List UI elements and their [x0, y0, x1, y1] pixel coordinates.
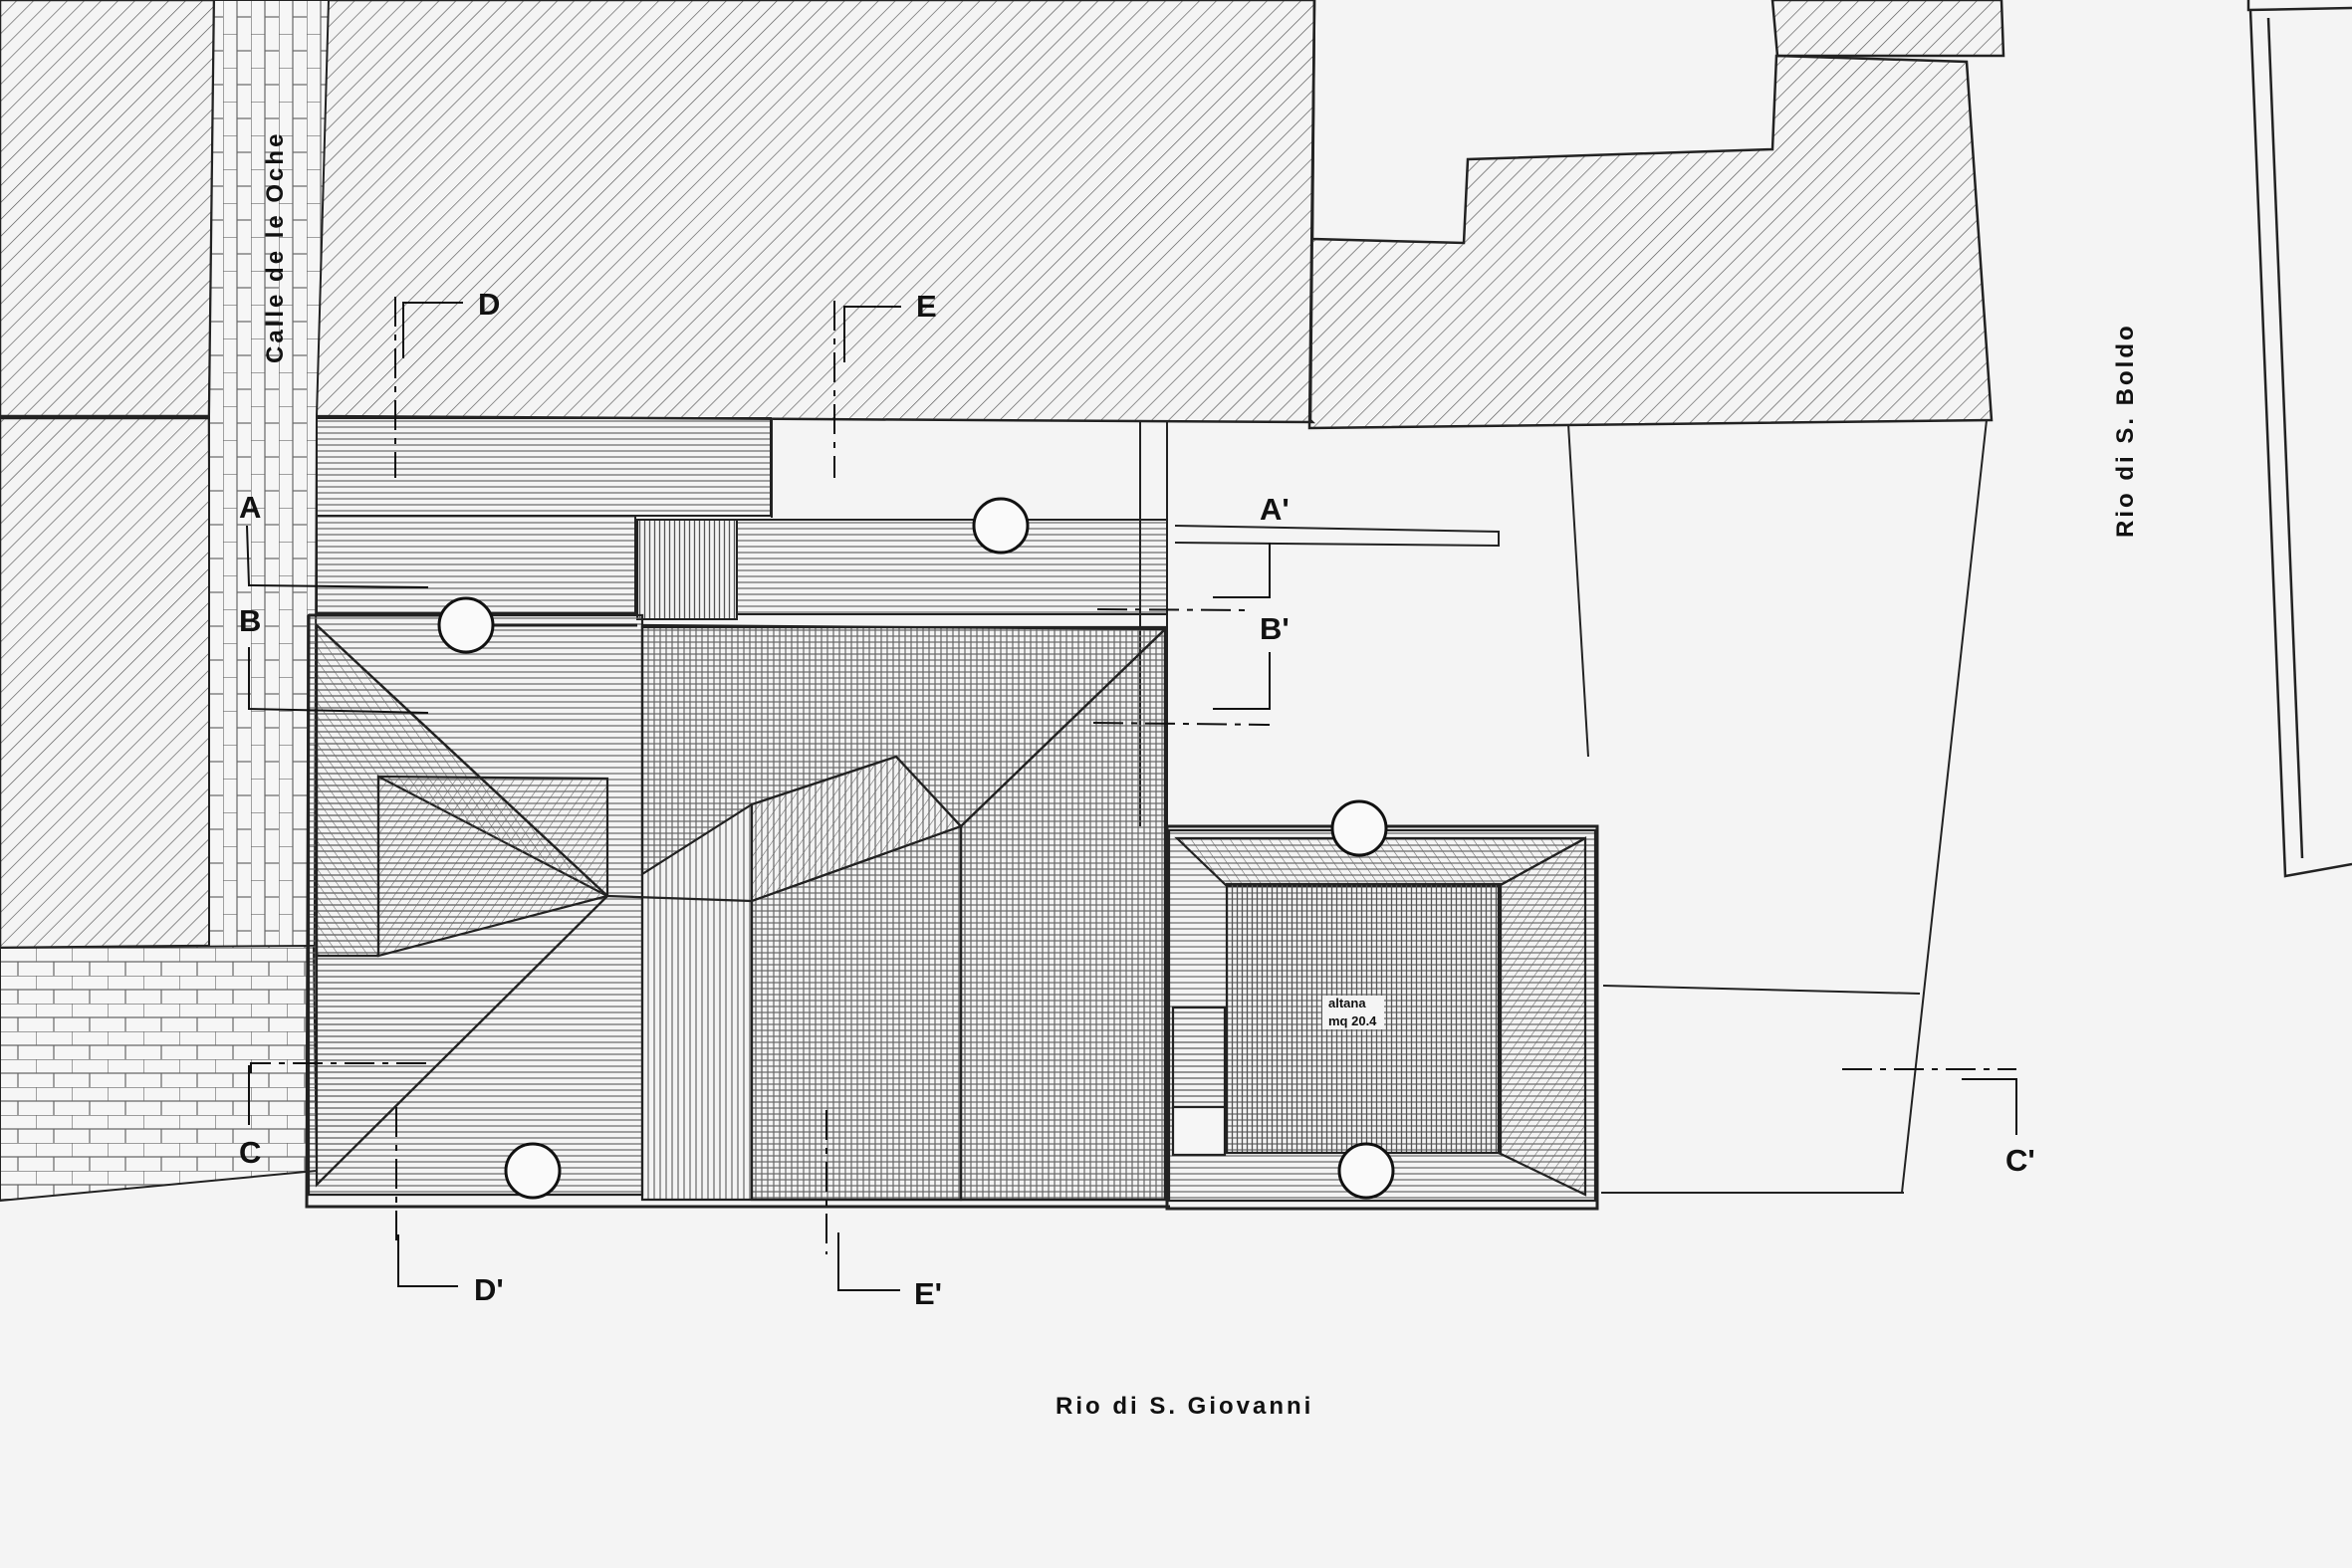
section-label-d-prime: D' — [474, 1272, 504, 1307]
street-labels: Calle de le Oche Rio di S. Boldo Rio di … — [262, 131, 2139, 1420]
street-label-calle: Calle de le Oche — [262, 131, 289, 363]
section-label-b: B — [239, 603, 261, 638]
section-label-a: A — [239, 490, 261, 525]
main-roof — [305, 613, 1170, 1209]
section-label-a-prime: A' — [1260, 492, 1290, 527]
section-label-d: D — [478, 287, 500, 322]
calle-paving — [0, 0, 331, 1203]
section-lines — [246, 297, 2017, 1291]
altana-area: mq 20.4 — [1328, 1013, 1377, 1028]
right-building-outline — [2246, 0, 2352, 878]
neighbouring-buildings — [0, 0, 2005, 950]
section-label-c: C — [239, 1135, 261, 1170]
street-label-rio-boldo: Rio di S. Boldo — [2112, 323, 2139, 538]
altana-label: altana — [1328, 996, 1366, 1010]
section-labels: A A' B B' C C' D D' E E' — [239, 287, 2035, 1311]
courtyard-strips — [316, 417, 1988, 1194]
section-label-e: E — [916, 289, 937, 324]
section-label-b-prime: B' — [1260, 611, 1290, 646]
altana-annotation: altana mq 20.4 — [1322, 996, 1384, 1029]
chimneys — [437, 497, 1395, 1200]
section-label-e-prime: E' — [914, 1276, 942, 1311]
section-label-c-prime: C' — [2005, 1143, 2035, 1178]
street-label-rio-giovanni: Rio di S. Giovanni — [1056, 1393, 1313, 1420]
